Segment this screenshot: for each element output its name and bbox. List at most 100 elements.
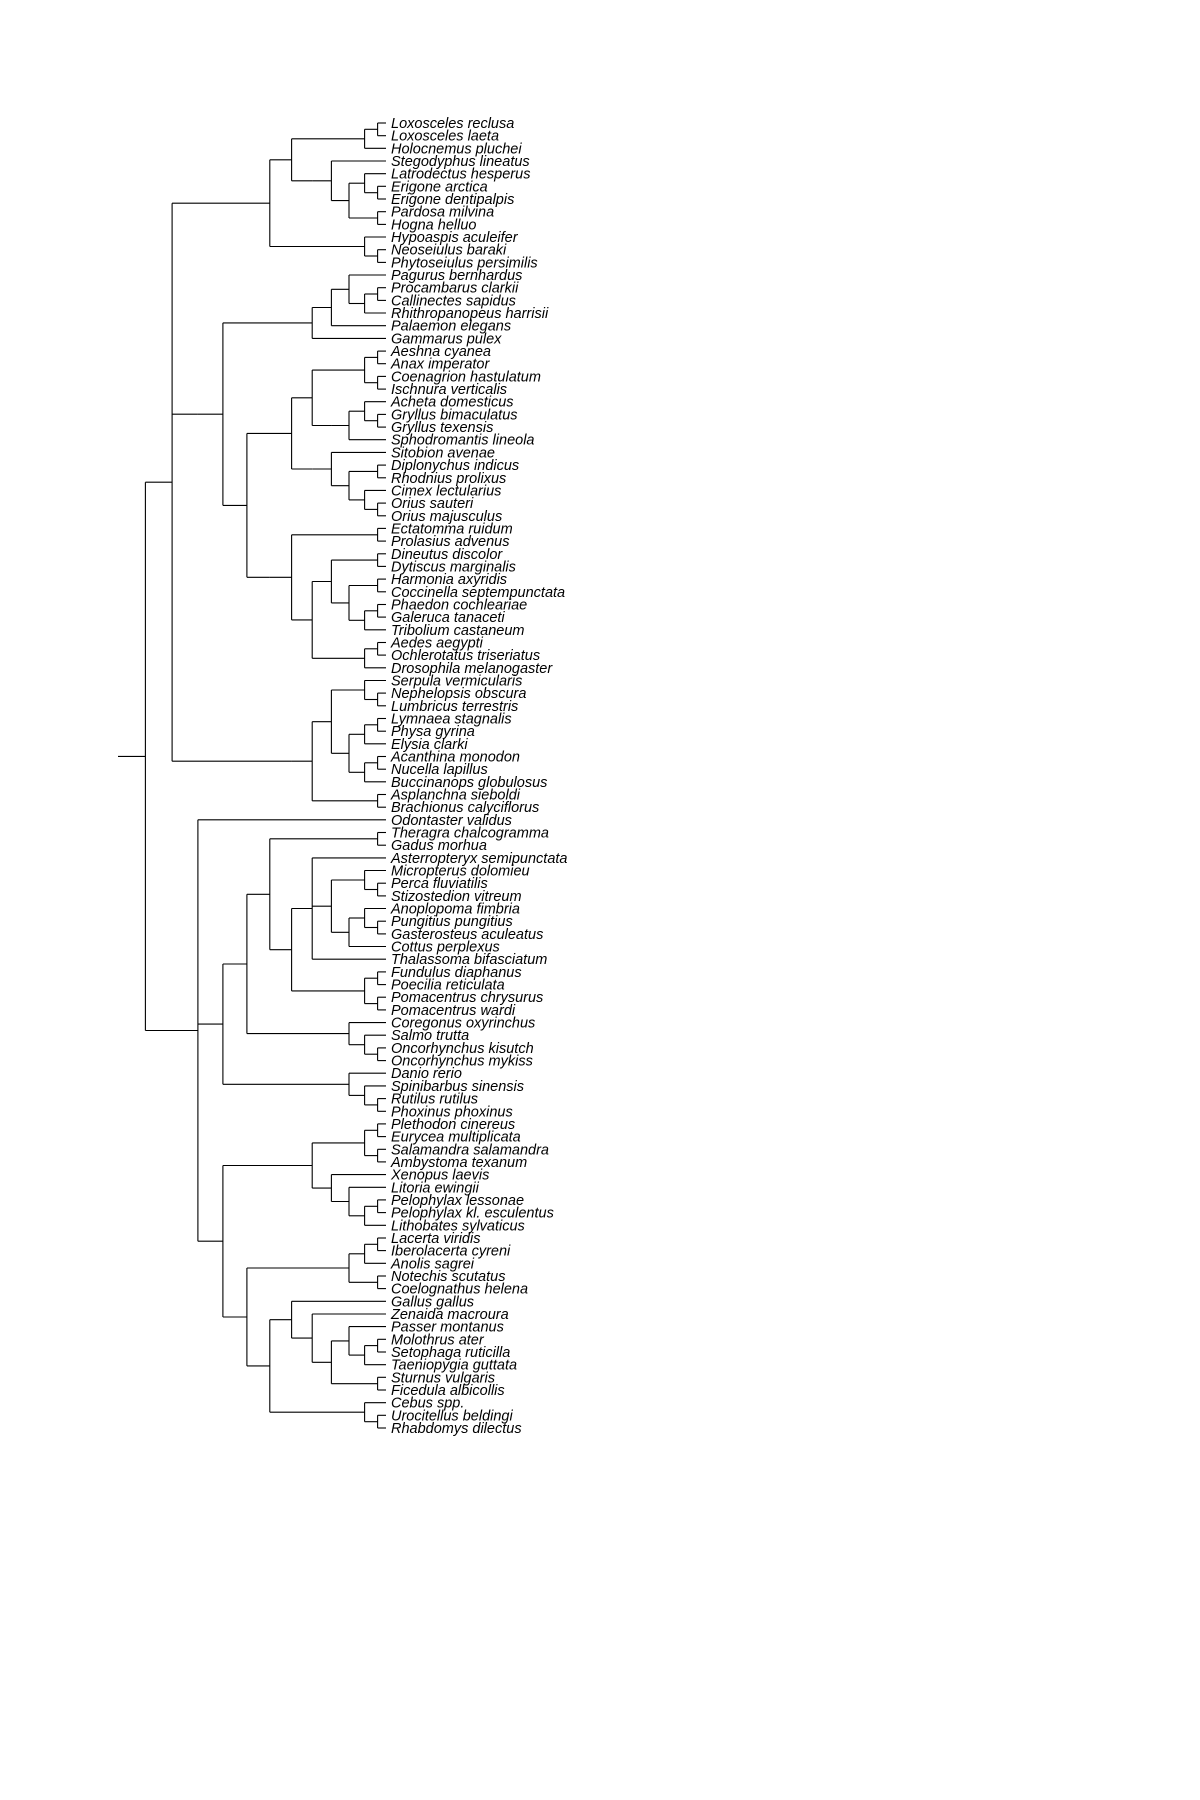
tip-label: Coelognathus helena — [391, 1282, 528, 1298]
tip-label: Orius majusculus — [391, 509, 502, 525]
tip-label: Tribolium castaneum — [391, 623, 525, 639]
tip-label: Urocitellus beldingi — [391, 1408, 513, 1424]
tip-label: Harmonia axyridis — [391, 572, 507, 588]
tip-label: Molothrus ater — [391, 1332, 485, 1348]
tip-label: Spinibarbus sinensis — [391, 1079, 524, 1095]
tip-label: Eurycea multiplicata — [391, 1130, 521, 1146]
tip-label: Oncorhynchus mykiss — [391, 1054, 533, 1070]
tip-label: Phytoseiulus persimilis — [391, 255, 538, 271]
tip-label: Poecilia reticulata — [391, 978, 505, 994]
tip-label: Callinectes sapidus — [391, 293, 516, 309]
tip-label: Elysia clarki — [391, 737, 468, 753]
tip-label: Anax imperator — [390, 357, 490, 373]
tip-label: Sphodromantis lineola — [391, 433, 534, 449]
tip-label: Pungitius pungitius — [391, 914, 513, 930]
tip-label: Theragra chalcogramma — [391, 826, 549, 842]
tip-label: Lithobates sylvaticus — [391, 1218, 525, 1234]
tip-label: Phaedon cochleariae — [391, 598, 527, 614]
tip-label: Erigone dentipalpis — [391, 192, 514, 208]
tip-label: Ischnura verticalis — [391, 382, 507, 398]
tip-label: Acanthina monodon — [390, 750, 520, 766]
tip-label: Loxosceles laeta — [391, 129, 499, 145]
tip-label: Galeruca tanaceti — [391, 610, 505, 626]
tip-label: Procambarus clarkii — [391, 281, 519, 297]
tip-label: Gadus morhua — [391, 838, 487, 854]
tip-label: Plethodon cinereus — [391, 1117, 515, 1133]
tip-label: Rutilus rutilus — [391, 1092, 478, 1108]
tip-label: Taeniopygia guttata — [391, 1358, 517, 1374]
tip-label: Ficedula albicollis — [391, 1383, 505, 1399]
tip-label: Rhabdomys dilectus — [391, 1421, 522, 1437]
tip-label: Micropterus dolomieu — [391, 864, 530, 880]
tip-label: Zenaida macroura — [390, 1307, 509, 1323]
tip-label: Pomacentrus wardi — [391, 1003, 516, 1019]
tip-label: Gasterosteus aculeatus — [391, 927, 543, 943]
tip-label: Phoxinus phoxinus — [391, 1104, 513, 1120]
tip-label: Cimex lectularius — [391, 483, 501, 499]
tip-label: Ectatomma ruidum — [391, 521, 513, 537]
tip-label: Rhodnius prolixus — [391, 471, 506, 487]
tip-label: Pardosa milvina — [391, 205, 494, 221]
tip-label: Gallus gallus — [391, 1294, 474, 1310]
tip-label: Aedes aegypti — [390, 636, 484, 652]
tip-label: Iberolacerta cyreni — [391, 1244, 511, 1260]
tip-label: Hogna helluo — [391, 217, 476, 233]
tip-label: Cottus perplexus — [391, 940, 500, 956]
tip-label: Loxosceles reclusa — [391, 116, 514, 132]
tip-label: Drosophila melanogaster — [391, 661, 553, 677]
tip-label: Aeshna cyanea — [390, 344, 491, 360]
tip-label: Stizostedion vitreum — [391, 889, 522, 905]
tip-label: Pelophylax kl. esculentus — [391, 1206, 554, 1222]
tip-label: Coregonus oxyrinchus — [391, 1016, 535, 1032]
tip-label: Brachionus calyciflorus — [391, 800, 539, 816]
tip-label: Nucella lapillus — [391, 762, 488, 778]
tip-label: Rhithropanopeus harrisii — [391, 306, 549, 322]
tip-label: Litoria ewingii — [391, 1180, 480, 1196]
tip-label: Pagurus bernhardus — [391, 268, 522, 284]
tip-label: Palaemon elegans — [391, 319, 511, 335]
tip-label: Lumbricus terrestris — [391, 699, 518, 715]
tip-label: Dytiscus marginalis — [391, 559, 516, 575]
tip-label: Coccinella septempunctata — [391, 585, 565, 601]
tip-label: Coenagrion hastulatum — [391, 369, 541, 385]
tip-label: Ochlerotatus triseriatus — [391, 648, 540, 664]
tip-label: Buccinanops globulosus — [391, 775, 547, 791]
tip-label: Prolasius advenus — [391, 534, 510, 550]
tip-label: Passer montanus — [391, 1320, 504, 1336]
tip-label: Orius sauteri — [391, 496, 474, 512]
tip-label: Notechis scutatus — [391, 1269, 505, 1285]
tip-label: Cebus spp. — [391, 1396, 464, 1412]
tip-label: Gryllus texensis — [391, 420, 493, 436]
tip-label: Acheta domesticus — [390, 395, 514, 411]
tip-label: Thalassoma bifasciatum — [391, 952, 547, 968]
tip-label: Danio rerio — [391, 1066, 462, 1082]
tip-label: Perca fluviatilis — [391, 876, 488, 892]
tip-label: Stegodyphus lineatus — [391, 154, 530, 170]
tip-label: Dineutus discolor — [391, 547, 503, 563]
tip-label: Sturnus vulgaris — [391, 1370, 495, 1386]
tip-label: Hypoaspis aculeifer — [391, 230, 519, 246]
tip-label: Gammarus pulex — [391, 331, 502, 347]
tip-label: Sitobion avenae — [391, 445, 495, 461]
tip-label: Serpula vermicularis — [391, 674, 522, 690]
tip-label: Asplanchna sieboldi — [390, 788, 521, 804]
tip-label: Nephelopsis obscura — [391, 686, 526, 702]
tip-label: Holocnemus pluchei — [391, 141, 522, 157]
tip-label: Gryllus bimaculatus — [391, 407, 518, 423]
tip-label: Erigone arctica — [391, 179, 488, 195]
tip-label: Setophaga ruticilla — [391, 1345, 510, 1361]
tip-label: Odontaster validus — [391, 813, 512, 829]
tip-label: Oncorhynchus kisutch — [391, 1041, 534, 1057]
tip-label: Ambystoma texanum — [390, 1155, 527, 1171]
tip-label: Xenopus laevis — [390, 1168, 489, 1184]
tip-label: Lymnaea stagnalis — [391, 712, 512, 728]
tip-label: Latrodectus hesperus — [391, 167, 530, 183]
tip-label: Pelophylax lessonae — [391, 1193, 524, 1209]
tip-label: Neoseiulus baraki — [391, 243, 507, 259]
tip-label: Fundulus diaphanus — [391, 965, 522, 981]
tree-branches — [118, 122, 386, 1429]
tip-label: Diplonychus indicus — [391, 458, 519, 474]
tip-label: Anoplopoma fimbria — [390, 902, 520, 918]
tip-label: Asterropteryx semipunctata — [390, 851, 568, 867]
